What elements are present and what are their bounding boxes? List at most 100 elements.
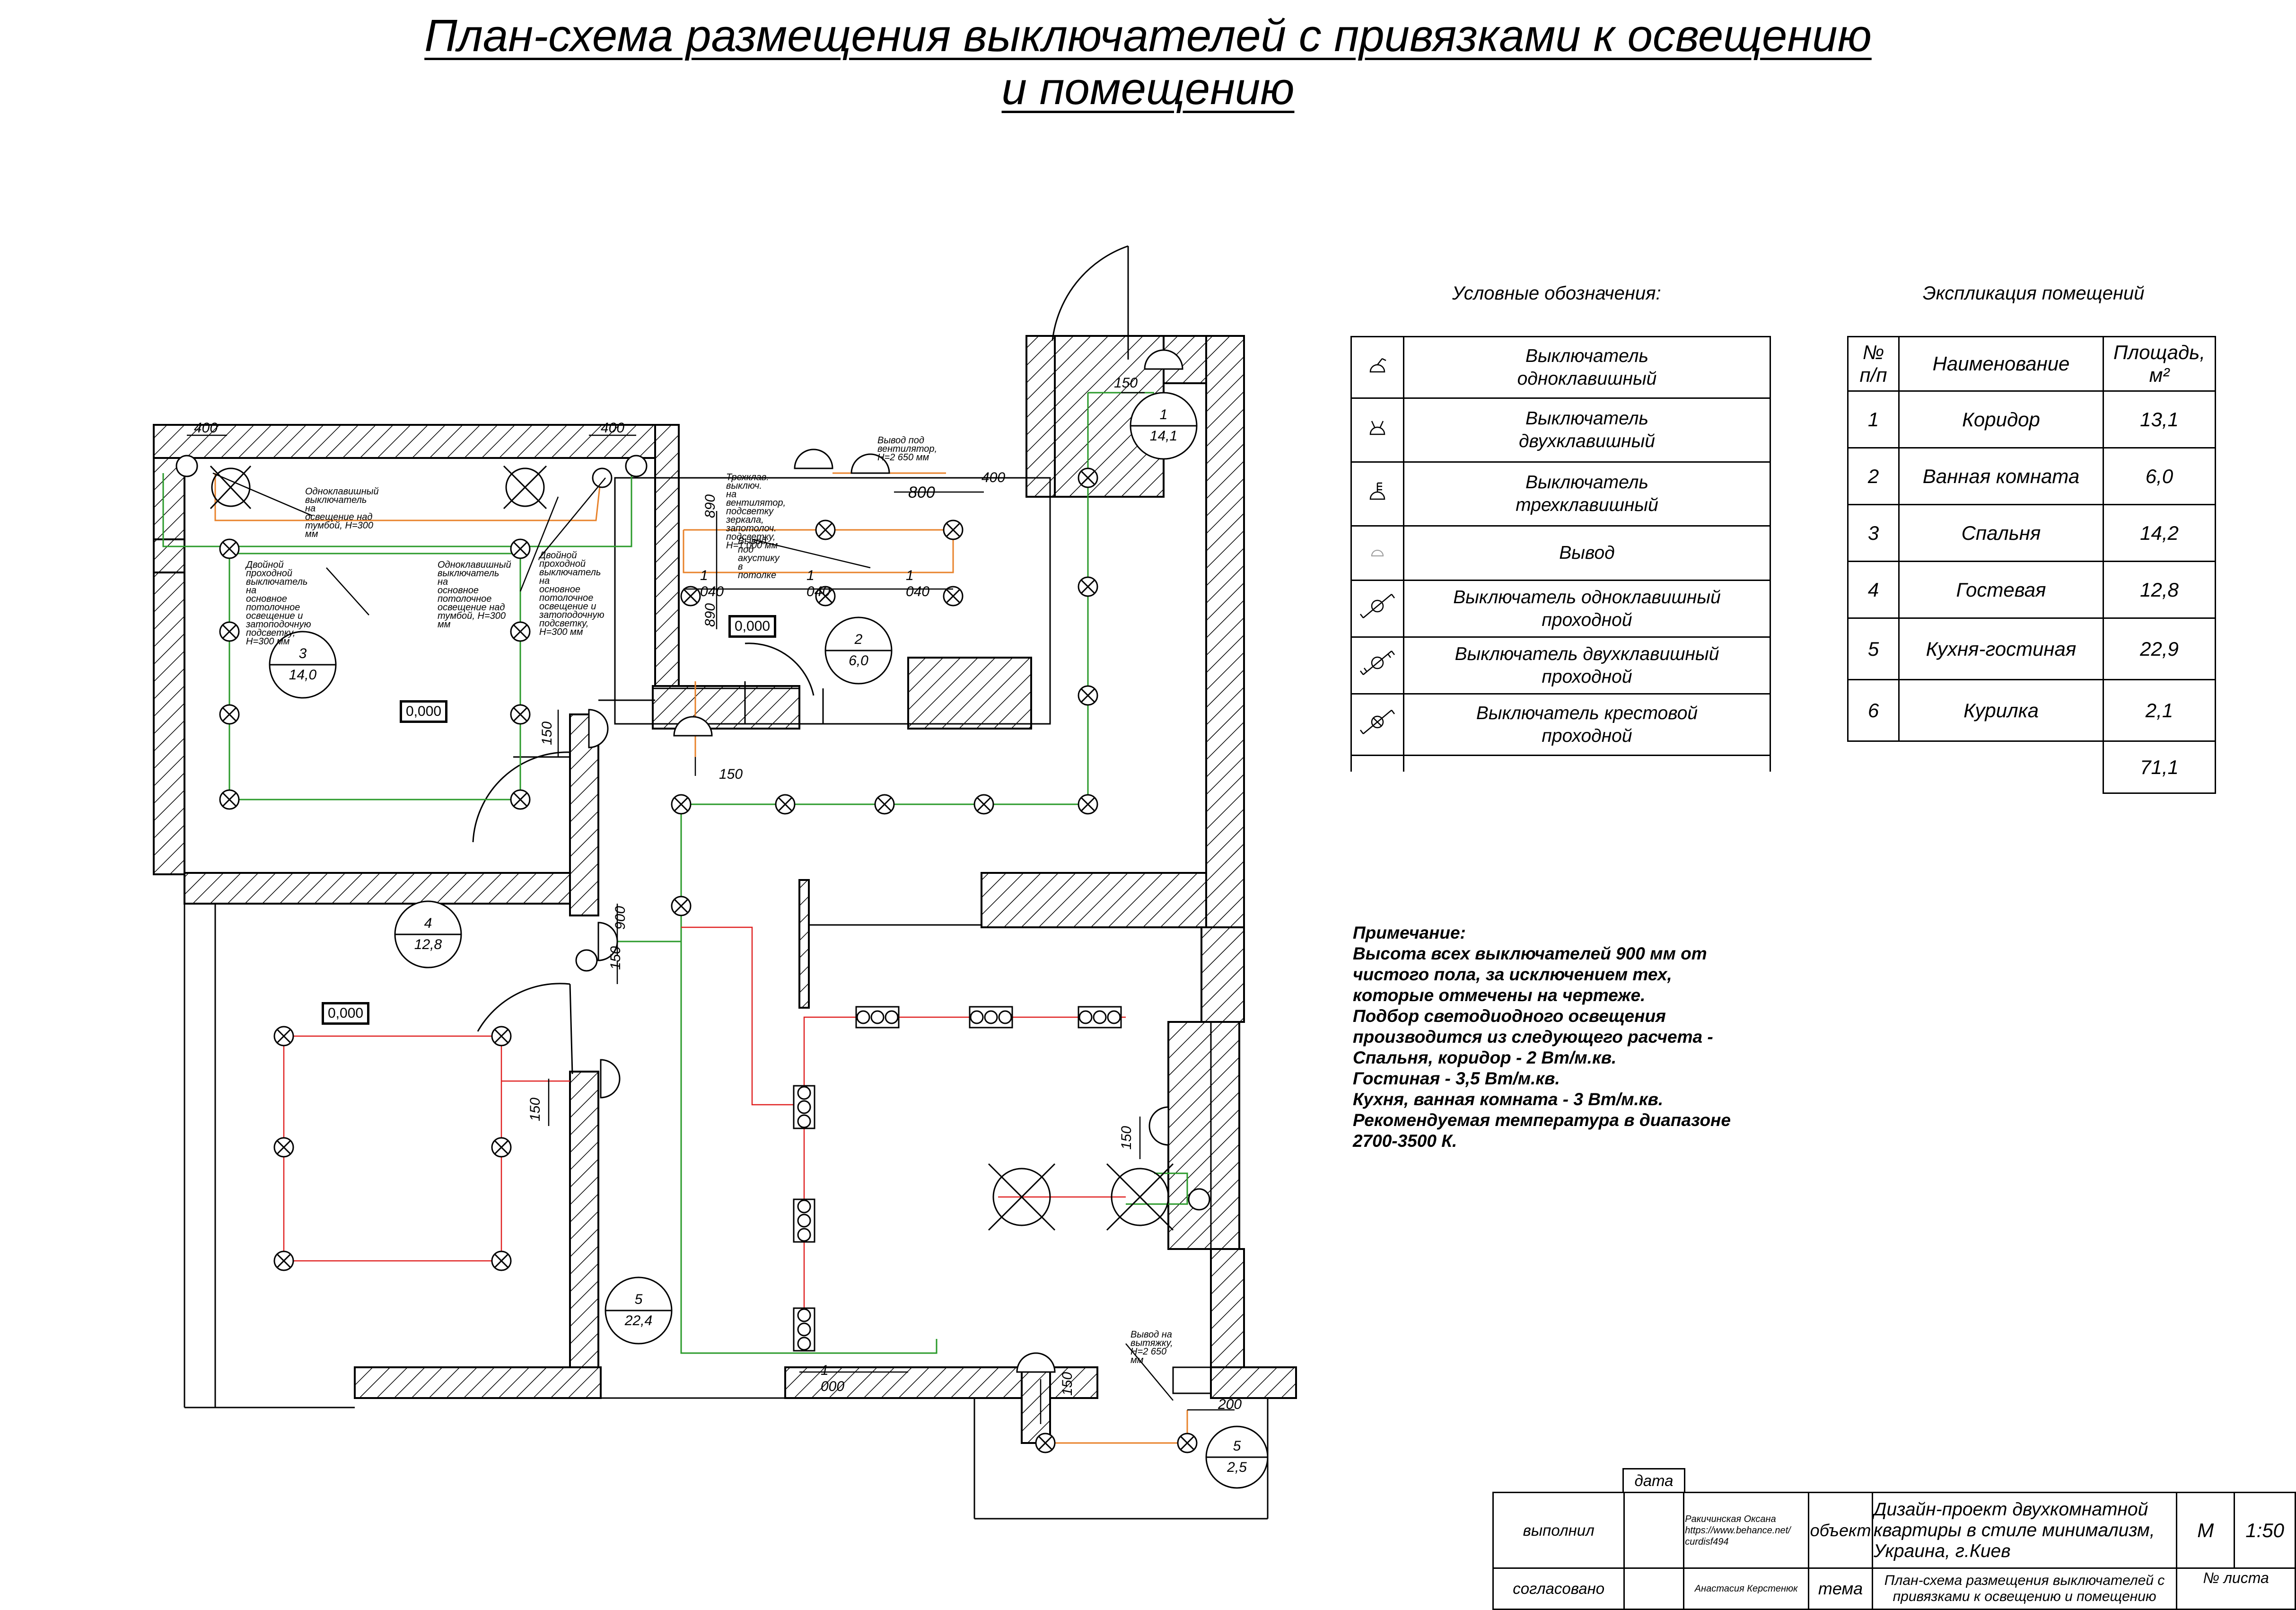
light-fixture	[874, 794, 895, 815]
walls	[153, 335, 1297, 1444]
level-mark: 0,000	[322, 1002, 370, 1025]
dim-label: 1 000	[821, 1363, 845, 1394]
dim-label: 200	[1218, 1397, 1242, 1412]
room-markers	[269, 392, 1269, 1489]
wall	[153, 457, 185, 875]
total-area: 71,1	[2103, 740, 2216, 794]
outline	[184, 477, 1269, 1520]
plan-note: Трехклав. выключ.на вентилятор,подсветку…	[726, 472, 786, 551]
room-4-num: 4	[424, 915, 432, 931]
legend-label: Выключатель одноклавишный	[1453, 587, 1721, 607]
wall	[1210, 1248, 1245, 1368]
double-switch-icon	[1350, 397, 1404, 463]
legend-row: Вывод	[1350, 525, 1771, 581]
legend-label: Выключатель	[1525, 472, 1648, 493]
light-fixture	[510, 704, 531, 725]
room-2-num: 2	[854, 632, 863, 647]
dim-label: 400	[601, 420, 625, 436]
table-total-row: 71,1	[1848, 740, 2216, 794]
title-block-top: дата	[1622, 1468, 1685, 1493]
date-label: дата	[1622, 1468, 1685, 1493]
wall	[798, 879, 810, 1009]
light-fixture	[775, 794, 796, 815]
light-bar	[793, 1085, 815, 1129]
outlet-icon	[1350, 525, 1404, 581]
light-fixture	[943, 586, 964, 607]
light-bars	[793, 1006, 1122, 1352]
room-3-num: 3	[298, 646, 307, 661]
room-6-num: 5	[1233, 1438, 1241, 1454]
wall	[652, 685, 800, 730]
dim-label: 150	[608, 946, 623, 970]
cross-switch-icon	[1350, 693, 1404, 756]
col-name-header: Наименование	[1898, 336, 2104, 392]
room-3-area: 14,0	[289, 667, 317, 683]
dim-label: 1 040	[700, 568, 724, 599]
doors	[472, 245, 1129, 1074]
object-label: объект	[1808, 1492, 1873, 1569]
dim-label: 150	[539, 721, 555, 745]
wall	[654, 424, 680, 691]
legend-label: Выключатель	[1525, 345, 1648, 366]
light-fixture	[273, 1026, 294, 1047]
dimension-lines	[187, 392, 1235, 1424]
page-title: План-схема размещения выключателей с при…	[0, 9, 2296, 115]
light-fixture	[273, 1250, 294, 1271]
light-fixture	[491, 1137, 512, 1158]
light-bar	[855, 1006, 900, 1029]
legend-label: Выключатель	[1525, 408, 1648, 429]
agreed-label: согласовано	[1492, 1567, 1625, 1610]
dim-label: 1 040	[906, 568, 930, 599]
legend-label: Вывод	[1559, 543, 1615, 563]
light-fixture	[671, 896, 692, 916]
light-fixture	[973, 794, 994, 815]
level-mark: 0,000	[728, 615, 777, 638]
level-mark: 0,000	[400, 700, 448, 723]
light-fixture	[219, 789, 240, 810]
wall	[981, 872, 1207, 928]
plan-note: Вывод под вентилятор,Н=2 650 мм	[877, 435, 938, 463]
dim-label: 400	[981, 470, 1006, 485]
pass-single-switch-icon	[1350, 580, 1404, 638]
sheet-label: № листа	[2176, 1567, 2296, 1610]
light-fixture	[1078, 794, 1098, 815]
dim-label: 150	[719, 766, 743, 782]
light-fixture	[1078, 467, 1098, 488]
dim-label: 150	[1060, 1372, 1075, 1396]
light-fixture	[1078, 685, 1098, 706]
light-fixture	[273, 1137, 294, 1158]
theme-label: тема	[1808, 1567, 1873, 1610]
note-title: Примечание:	[1353, 923, 1466, 942]
wall	[1205, 335, 1245, 928]
dim-label: 1 040	[806, 568, 831, 599]
room-6-area: 2,5	[1227, 1460, 1247, 1475]
wall	[184, 872, 576, 905]
light-fixture	[815, 586, 836, 607]
wiring-orange	[214, 472, 1188, 1444]
agreed-name: Анастасия Керстенюк	[1683, 1567, 1810, 1610]
light-fixture	[943, 519, 964, 540]
room-5-num: 5	[634, 1292, 643, 1307]
m-label: М	[2176, 1492, 2235, 1569]
dim-label: 890	[702, 494, 718, 518]
light-fixture	[219, 538, 240, 559]
light-fixture	[219, 621, 240, 642]
col-area-header: Площадь,м²	[2103, 336, 2216, 392]
light-fixture	[1035, 1433, 1056, 1453]
pass-double-switch-icon	[1350, 636, 1404, 695]
dim-label: 150	[1119, 1126, 1134, 1150]
wall	[354, 1366, 602, 1399]
